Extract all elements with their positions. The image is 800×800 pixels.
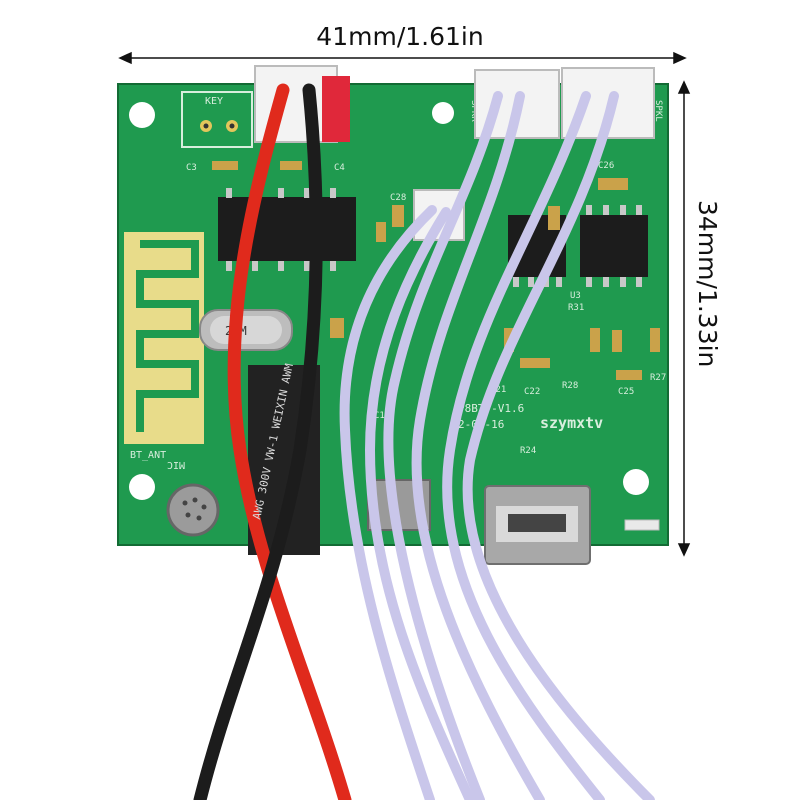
- u3-label: U3: [570, 291, 581, 301]
- mounting-hole: [623, 469, 649, 495]
- key-label: KEY: [205, 96, 223, 107]
- r31-label: R31: [568, 303, 584, 313]
- red-wire: [227, 83, 352, 800]
- c3-label: C3: [186, 163, 197, 173]
- r27-label: R27: [650, 373, 666, 383]
- width-dimension-arrow: [118, 51, 687, 65]
- c14-label: C14: [374, 411, 390, 421]
- mounting-hole: [432, 102, 454, 124]
- c25-label: C25: [618, 387, 634, 397]
- mounting-hole: [129, 102, 155, 128]
- c28-label: C28: [390, 193, 406, 203]
- mic-label: MIC: [167, 459, 185, 470]
- brand-label: szymxtv: [540, 414, 603, 432]
- key-footprint: [181, 91, 253, 148]
- height-dimension-arrow: [677, 80, 691, 557]
- microphone: [166, 483, 220, 537]
- c26-label: C26: [598, 161, 614, 171]
- led: [624, 519, 660, 531]
- r24-label: R24: [520, 446, 536, 456]
- bt-ant-label: BT_ANT: [130, 450, 166, 461]
- c4-label: C4: [334, 163, 345, 173]
- lavender-wires: [339, 91, 655, 800]
- height-dimension-label: 34mm/1.33in: [693, 200, 722, 368]
- version-label: P8BT--V1.6: [458, 402, 524, 415]
- width-dimension-label: 41mm/1.61in: [316, 22, 484, 51]
- r28-label: R28: [562, 381, 578, 391]
- c21-label: C21: [490, 385, 506, 395]
- black-wire: [193, 83, 323, 800]
- amplifier-chip-2: [580, 215, 648, 277]
- spkl-label: SPKL: [653, 100, 663, 122]
- mounting-hole: [129, 474, 155, 500]
- c22-label: C22: [524, 387, 540, 397]
